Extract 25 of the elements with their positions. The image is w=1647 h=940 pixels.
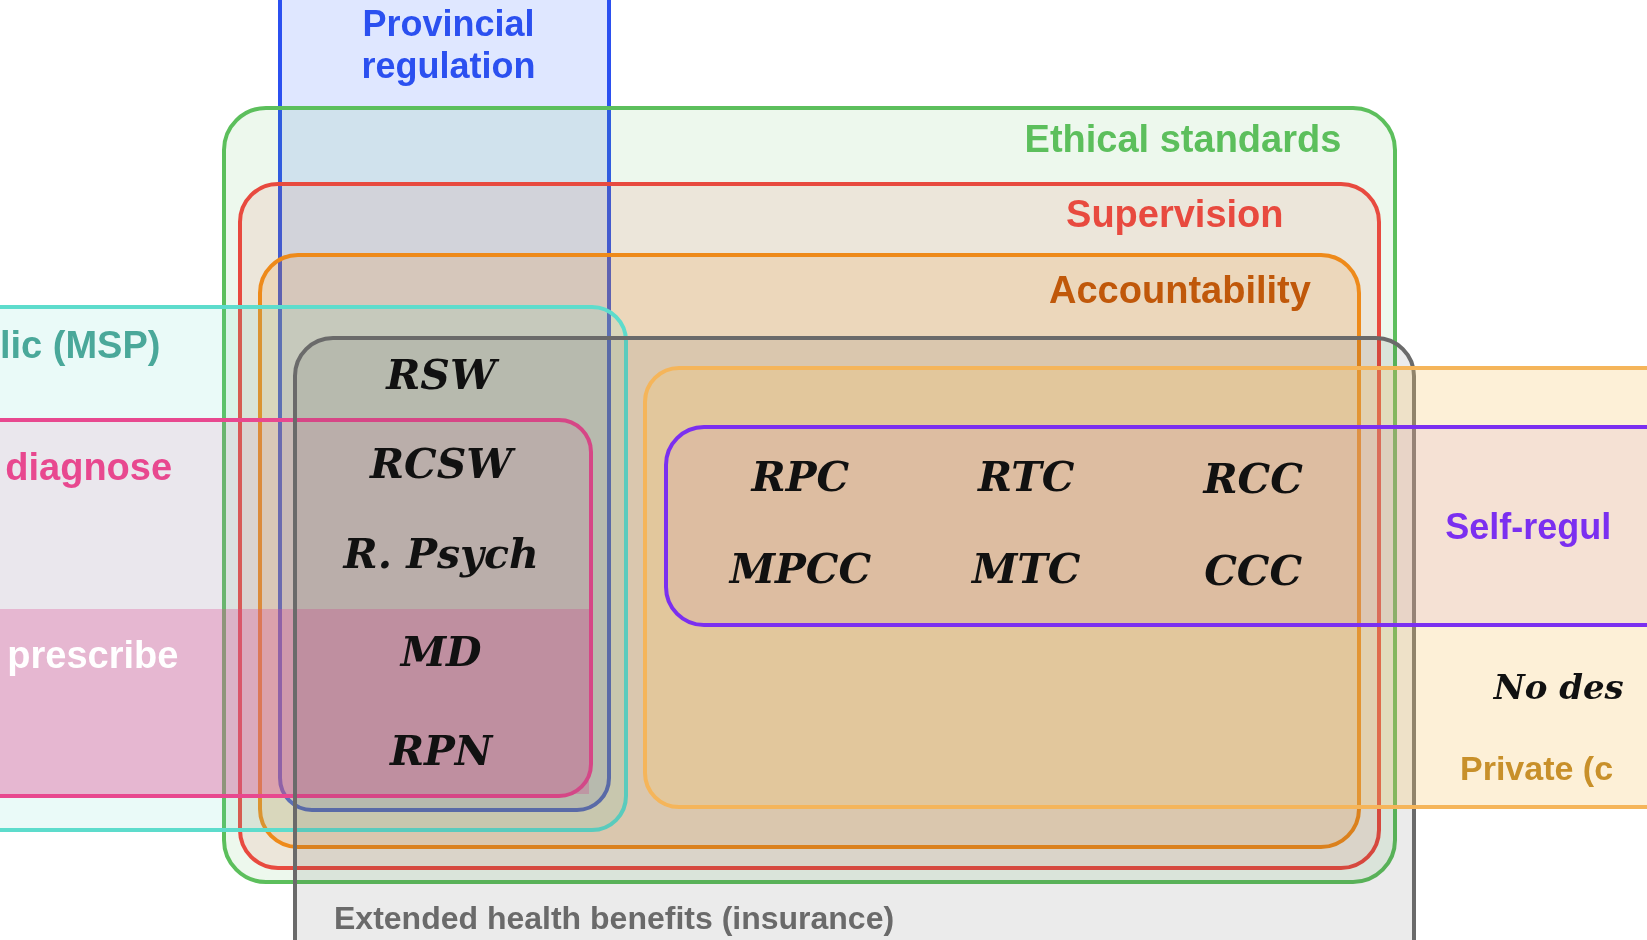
region-label: Self-regul xyxy=(1445,506,1612,548)
profession-abbreviation: RPC xyxy=(751,455,850,501)
region-label: prescribe xyxy=(7,634,179,679)
region-label: Provincial regulation xyxy=(360,2,537,86)
region-label: diagnose xyxy=(5,446,173,491)
region-label: Supervision xyxy=(1066,193,1284,238)
region-label: lic (MSP) xyxy=(0,323,161,368)
profession-abbreviation: MPCC xyxy=(729,547,872,593)
profession-abbreviation: RCC xyxy=(1203,457,1303,503)
rounded-region xyxy=(293,336,1416,940)
region-label: Ethical standards xyxy=(1024,117,1342,162)
profession-abbreviation: CCC xyxy=(1204,549,1303,595)
region-label: Private (c xyxy=(1460,749,1614,789)
profession-abbreviation: RPN xyxy=(389,729,493,775)
rounded-region xyxy=(0,304,629,832)
region-label: Accountability xyxy=(1049,269,1311,313)
profession-abbreviation: MTC xyxy=(971,547,1081,593)
rounded-region xyxy=(642,365,1647,809)
rounded-region xyxy=(663,425,1647,628)
profession-abbreviation: R. Psych xyxy=(343,532,539,578)
rounded-region xyxy=(258,253,1362,849)
profession-abbreviation: MD xyxy=(400,630,482,676)
region-label: Extended health benefits (insurance) xyxy=(334,899,895,937)
profession-abbreviation: RTC xyxy=(977,455,1075,501)
region-label: No des xyxy=(1493,668,1624,708)
